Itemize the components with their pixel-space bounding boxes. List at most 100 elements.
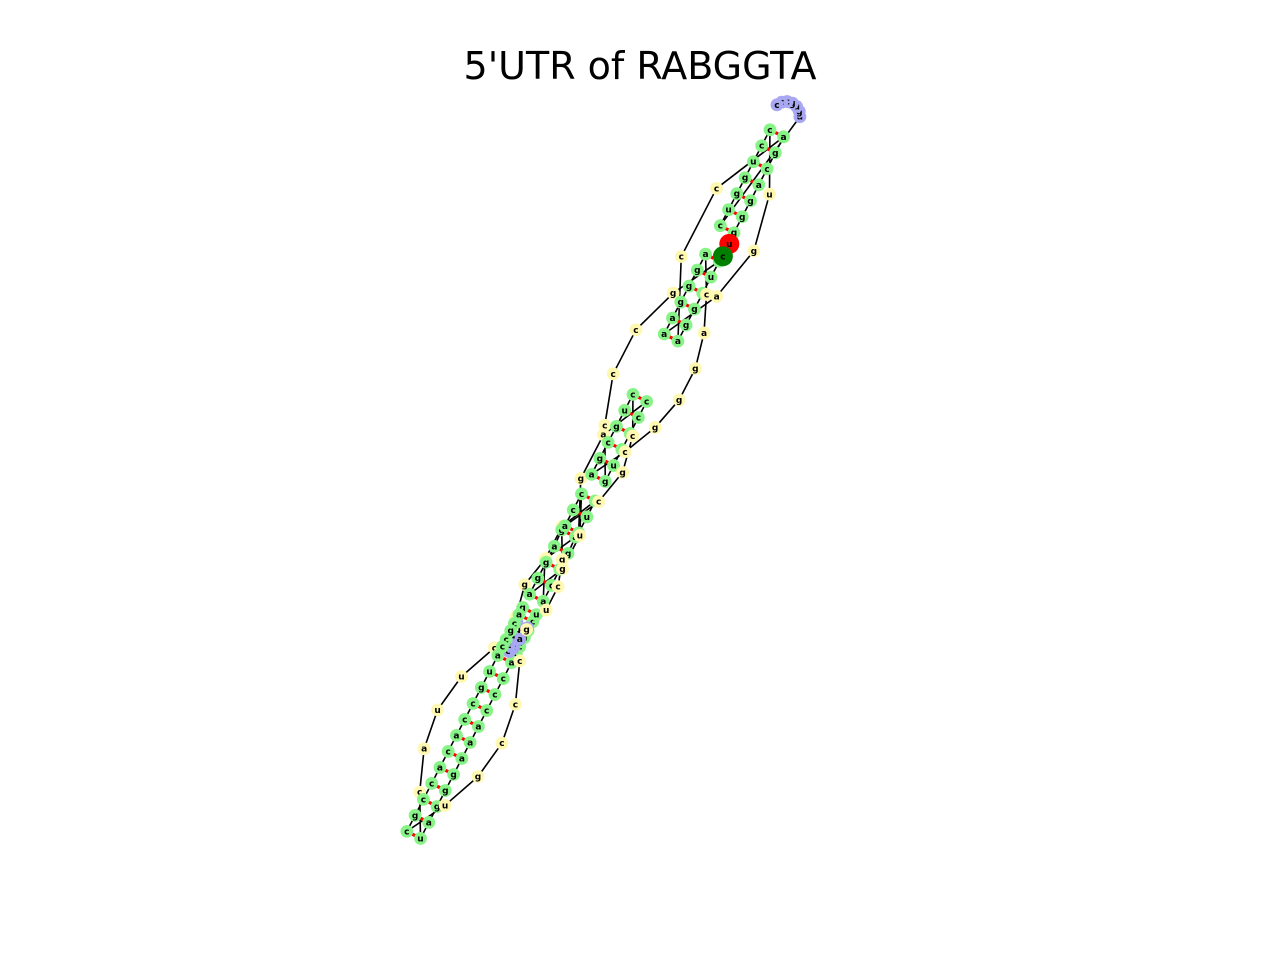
backbone-link xyxy=(501,704,517,744)
nucleotide: c xyxy=(416,792,430,806)
backbone-link xyxy=(460,647,495,678)
backbone-link xyxy=(753,194,771,252)
nucleotide-letter: a xyxy=(467,739,473,749)
nucleotide-circle xyxy=(520,623,534,636)
nucleotide: c xyxy=(763,123,777,137)
nucleotide-circle xyxy=(618,403,632,417)
nucleotide-circle xyxy=(777,130,790,144)
nucleotide-circle xyxy=(447,768,461,781)
nucleotide-circle xyxy=(768,146,782,160)
nucleotide-letter: g xyxy=(692,364,698,374)
backbone-link xyxy=(477,742,503,778)
nucleotide-letter: c xyxy=(718,222,723,232)
nucleotide-letter: a xyxy=(527,590,533,600)
nucleotide: g xyxy=(474,681,488,694)
nucleotide: a xyxy=(699,247,712,261)
nucleotide-circle xyxy=(433,761,447,774)
nucleotide: c xyxy=(575,487,588,501)
figure-title: 5'UTR of RABGGTA xyxy=(463,44,817,88)
nucleotide-letter: u xyxy=(458,672,464,682)
backbone-link xyxy=(603,373,614,426)
nucleotide-letter: g xyxy=(772,149,778,159)
nucleotide-letter: a xyxy=(437,763,443,773)
nucleotide-letter: c xyxy=(555,583,560,593)
nucleotide-circle xyxy=(471,770,485,784)
nucleotide: g xyxy=(556,562,569,576)
nucleotide-letter: a xyxy=(701,329,707,339)
backbone-link xyxy=(663,295,718,335)
nucleotide-circle xyxy=(598,475,612,488)
nucleotide-circle xyxy=(438,798,452,812)
nucleotide-letter: g xyxy=(652,423,658,433)
nucleotide: g xyxy=(679,318,693,332)
nucleotide-letter: a xyxy=(475,723,481,733)
nucleotide-letter: c xyxy=(605,438,610,448)
nucleotide: g xyxy=(738,171,752,185)
nucleotide-circle xyxy=(616,465,630,479)
backbone-link xyxy=(624,426,656,453)
nucleotide-letter: c xyxy=(417,788,422,798)
nucleotide-letter: c xyxy=(462,715,467,725)
nucleotide-letter: u xyxy=(533,611,539,621)
nucleotide-circle xyxy=(529,608,543,622)
nucleotide-circle xyxy=(496,672,510,685)
nucleotide-circle xyxy=(438,784,452,797)
nucleotide-circle xyxy=(450,729,463,742)
nucleotide-letter: g xyxy=(694,266,700,276)
nucleotide: a xyxy=(512,608,526,622)
nucleotide-letter: c xyxy=(636,413,641,423)
nucleotide-circle xyxy=(626,429,640,443)
nucleotide: u xyxy=(607,459,620,472)
nucleotide-letter: g xyxy=(691,305,697,315)
nucleotide: c xyxy=(488,688,502,701)
nucleotide-letter: c xyxy=(759,142,764,152)
nucleotide: c xyxy=(466,697,480,710)
nucleotide: g xyxy=(690,263,704,277)
nucleotide-circle xyxy=(556,562,569,576)
nucleotide-letter: g xyxy=(683,321,689,331)
nucleotide-letter: a xyxy=(675,337,681,347)
backbone-link xyxy=(444,776,479,806)
nucleotide-letter: u xyxy=(434,706,440,716)
nucleotide: u xyxy=(573,529,587,542)
nucleotide: a xyxy=(472,720,485,733)
nucleotide-circle xyxy=(666,311,679,325)
nucleotide-letter: g xyxy=(559,565,565,575)
backbone-link xyxy=(680,188,718,257)
nucleotide: g xyxy=(648,421,662,434)
nucleotide-letter: g xyxy=(751,247,757,257)
nucleotide-circle xyxy=(688,302,701,316)
nucleotide-circle xyxy=(414,832,427,845)
nucleotide: c xyxy=(755,139,769,153)
nucleotide: g xyxy=(768,146,782,160)
nucleotide-letter: c xyxy=(499,739,504,749)
nucleotide: g xyxy=(518,578,532,592)
nucleotide-letter: c xyxy=(630,390,635,400)
backbone-link xyxy=(612,329,637,375)
nucleotide-circle xyxy=(455,670,468,683)
nucleotide-circle xyxy=(539,555,553,569)
nucleotide-letter: g xyxy=(676,396,682,406)
nucleotide: c xyxy=(601,435,615,449)
nucleotide-circle xyxy=(416,792,430,806)
nucleotide-letter: u xyxy=(486,667,492,677)
nucleotide-letter: c xyxy=(767,126,772,136)
nucleotide: u xyxy=(539,603,553,617)
nucleotide-circle xyxy=(547,539,561,553)
nucleotide: c xyxy=(441,745,455,758)
nucleotide-letter: c xyxy=(517,657,522,667)
nucleotide-circle xyxy=(463,736,477,749)
nucleotide-letter: a xyxy=(781,133,787,143)
nucleotide-letter: c xyxy=(571,506,576,516)
backbone-link xyxy=(423,709,439,749)
backbone-link xyxy=(635,292,674,331)
nucleotide-circle xyxy=(598,418,612,432)
nucleotide: g xyxy=(555,553,569,566)
nucleotide: c xyxy=(710,182,723,195)
nucleotide-letter: c xyxy=(470,699,475,709)
nucleotide: c xyxy=(674,250,688,263)
nucleotide: c xyxy=(496,672,510,685)
nucleotide-letter: c xyxy=(622,448,627,458)
nucleotide-circle xyxy=(640,395,654,408)
